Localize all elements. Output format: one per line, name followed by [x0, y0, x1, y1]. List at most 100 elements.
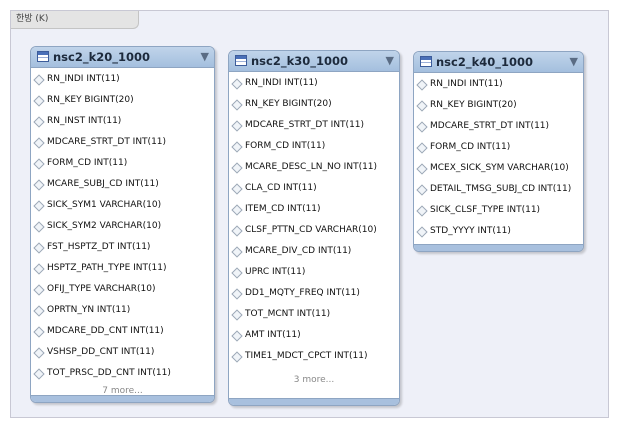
column-item[interactable]: MCEX_SICK_SYM VARCHAR(10)	[414, 158, 583, 179]
more-columns-link[interactable]: 7 more...	[102, 386, 143, 396]
column-item[interactable]: TOT_PRSC_DD_CNT INT(11)	[31, 363, 214, 384]
column-item[interactable]: MDCARE_DD_CNT INT(11)	[31, 321, 214, 342]
column-item[interactable]: VSHSP_DD_CNT INT(11)	[31, 342, 214, 363]
column-label: FORM_CD INT(11)	[430, 142, 511, 152]
column-item[interactable]: TOT_MCNT INT(11)	[229, 304, 399, 325]
column-label: RN_KEY BIGINT(20)	[245, 99, 332, 109]
column-diamond-icon	[416, 184, 428, 196]
column-label: TOT_MCNT INT(11)	[245, 309, 331, 319]
column-label: DETAIL_TMSG_SUBJ_CD INT(11)	[430, 184, 572, 194]
column-item[interactable]: TIME1_MDCT_CPCT INT(11)	[229, 346, 399, 367]
column-diamond-icon	[33, 284, 45, 296]
column-label: OFIJ_TYPE VARCHAR(10)	[47, 284, 156, 294]
column-item[interactable]: DD1_MQTY_FREQ INT(11)	[229, 283, 399, 304]
column-label: MDCARE_STRT_DT INT(11)	[430, 121, 550, 131]
table-header[interactable]: nsc2_k20_1000 ▼	[31, 47, 214, 68]
column-item[interactable]: CLA_CD INT(11)	[229, 178, 399, 199]
column-diamond-icon	[33, 368, 45, 380]
column-label: CLSF_PTTN_CD VARCHAR(10)	[245, 225, 377, 235]
column-diamond-icon	[416, 142, 428, 154]
column-list: RN_INDI INT(11) RN_KEY BIGINT(20) MDCARE…	[414, 73, 583, 242]
table-name: nsc2_k20_1000	[53, 50, 151, 64]
column-item[interactable]: RN_INDI INT(11)	[229, 73, 399, 94]
column-list: RN_INDI INT(11) RN_KEY BIGINT(20) RN_INS…	[31, 68, 214, 398]
column-label: STD_YYYY INT(11)	[430, 226, 511, 236]
column-diamond-icon	[231, 162, 243, 174]
column-item[interactable]: MCARE_SUBJ_CD INT(11)	[31, 174, 214, 195]
column-diamond-icon	[33, 200, 45, 212]
column-label: DD1_MQTY_FREQ INT(11)	[245, 288, 360, 298]
column-label: RN_KEY BIGINT(20)	[47, 95, 134, 105]
column-label: OPRTN_YN INT(11)	[47, 305, 131, 315]
table-nsc2-k30-1000[interactable]: nsc2_k30_1000 ▼ RN_INDI INT(11) RN_KEY B…	[228, 50, 400, 406]
column-item[interactable]: MDCARE_STRT_DT INT(11)	[414, 116, 583, 137]
column-diamond-icon	[33, 347, 45, 359]
column-item[interactable]: MCARE_DIV_CD INT(11)	[229, 241, 399, 262]
column-item[interactable]: STD_YYYY INT(11)	[414, 221, 583, 242]
column-diamond-icon	[231, 330, 243, 342]
column-diamond-icon	[231, 204, 243, 216]
column-item[interactable]: RN_INST INT(11)	[31, 111, 214, 132]
column-item[interactable]: MDCARE_STRT_DT INT(11)	[31, 132, 214, 153]
column-item[interactable]: RN_INDI INT(11)	[414, 74, 583, 95]
column-item[interactable]: AMT INT(11)	[229, 325, 399, 346]
column-item[interactable]: RN_KEY BIGINT(20)	[31, 90, 214, 111]
column-item[interactable]: MCARE_DESC_LN_NO INT(11)	[229, 157, 399, 178]
column-item[interactable]: SICK_SYM2 VARCHAR(10)	[31, 216, 214, 237]
column-label: RN_INDI INT(11)	[245, 78, 318, 88]
column-item[interactable]: DETAIL_TMSG_SUBJ_CD INT(11)	[414, 179, 583, 200]
column-item[interactable]: OPRTN_YN INT(11)	[31, 300, 214, 321]
column-diamond-icon	[231, 309, 243, 321]
column-diamond-icon	[33, 221, 45, 233]
column-diamond-icon	[231, 351, 243, 363]
table-nsc2-k20-1000[interactable]: nsc2_k20_1000 ▼ RN_INDI INT(11) RN_KEY B…	[30, 46, 215, 403]
dropdown-arrow-icon[interactable]: ▼	[569, 55, 578, 68]
column-diamond-icon	[33, 116, 45, 128]
column-diamond-icon	[231, 183, 243, 195]
column-item[interactable]: MDCARE_STRT_DT INT(11)	[229, 115, 399, 136]
column-label: CLA_CD INT(11)	[245, 183, 317, 193]
column-item[interactable]: FORM_CD INT(11)	[414, 137, 583, 158]
column-item[interactable]: HSPTZ_PATH_TYPE INT(11)	[31, 258, 214, 279]
column-diamond-icon	[231, 288, 243, 300]
column-label: MCEX_SICK_SYM VARCHAR(10)	[430, 163, 569, 173]
column-diamond-icon	[33, 158, 45, 170]
column-diamond-icon	[416, 100, 428, 112]
column-label: HSPTZ_PATH_TYPE INT(11)	[47, 263, 167, 273]
column-diamond-icon	[33, 326, 45, 338]
column-diamond-icon	[33, 95, 45, 107]
column-diamond-icon	[416, 226, 428, 238]
column-label: UPRC INT(11)	[245, 267, 306, 277]
column-item[interactable]: SICK_SYM1 VARCHAR(10)	[31, 195, 214, 216]
column-diamond-icon	[416, 121, 428, 133]
layer-label[interactable]: 한방 (K)	[11, 11, 139, 29]
column-item[interactable]: ITEM_CD INT(11)	[229, 199, 399, 220]
column-diamond-icon	[231, 99, 243, 111]
column-diamond-icon	[231, 141, 243, 153]
table-icon	[235, 55, 247, 66]
column-item[interactable]: SICK_CLSF_TYPE INT(11)	[414, 200, 583, 221]
column-item[interactable]: RN_KEY BIGINT(20)	[229, 94, 399, 115]
column-label: RN_INST INT(11)	[47, 116, 122, 126]
column-diamond-icon	[416, 205, 428, 217]
column-item[interactable]: CLSF_PTTN_CD VARCHAR(10)	[229, 220, 399, 241]
more-columns-link[interactable]: 3 more...	[293, 375, 335, 385]
dropdown-arrow-icon[interactable]: ▼	[385, 54, 394, 67]
table-header[interactable]: nsc2_k40_1000 ▼	[414, 52, 583, 73]
column-diamond-icon	[231, 246, 243, 258]
column-item[interactable]: FORM_CD INT(11)	[229, 136, 399, 157]
table-header[interactable]: nsc2_k30_1000 ▼	[229, 51, 399, 72]
column-item[interactable]: RN_INDI INT(11)	[31, 69, 214, 90]
column-item[interactable]: FST_HSPTZ_DT INT(11)	[31, 237, 214, 258]
column-label: SICK_SYM2 VARCHAR(10)	[47, 221, 162, 231]
column-diamond-icon	[231, 267, 243, 279]
column-item[interactable]: UPRC INT(11)	[229, 262, 399, 283]
column-label: FORM_CD INT(11)	[245, 141, 326, 151]
table-name: nsc2_k30_1000	[251, 54, 349, 68]
table-nsc2-k40-1000[interactable]: nsc2_k40_1000 ▼ RN_INDI INT(11) RN_KEY B…	[413, 51, 584, 252]
column-item[interactable]: FORM_CD INT(11)	[31, 153, 214, 174]
column-label: AMT INT(11)	[245, 330, 301, 340]
dropdown-arrow-icon[interactable]: ▼	[200, 50, 209, 63]
column-item[interactable]: OFIJ_TYPE VARCHAR(10)	[31, 279, 214, 300]
column-item[interactable]: RN_KEY BIGINT(20)	[414, 95, 583, 116]
